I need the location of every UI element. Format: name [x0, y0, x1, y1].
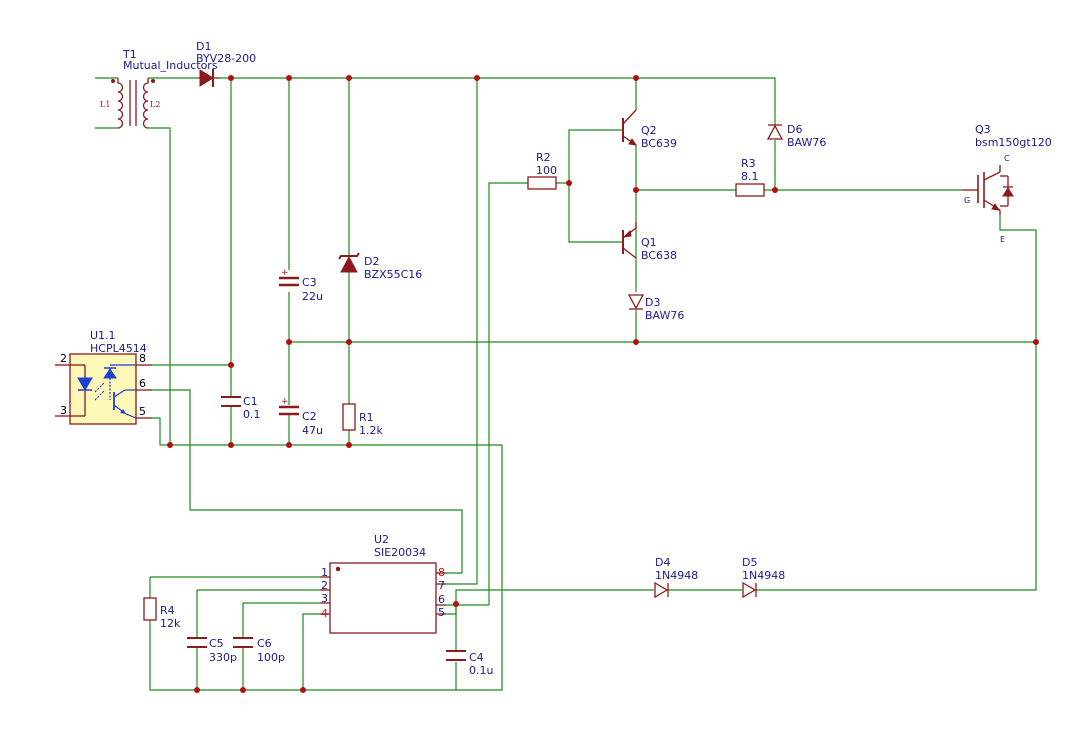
c6-value: 100p — [257, 651, 285, 664]
u2-pin-5: 5 — [438, 606, 445, 619]
r3-value: 8.1 — [741, 170, 759, 183]
transformer-t1: L1 L2 — [100, 78, 160, 129]
capacitor-c5 — [187, 637, 207, 648]
capacitor-c6 — [233, 637, 253, 648]
d6-value: BAW76 — [787, 136, 826, 149]
diode-d4 — [654, 581, 669, 599]
c1-ref: C1 — [243, 395, 258, 408]
u2-pin-7: 7 — [438, 579, 445, 592]
d3-value: BAW76 — [645, 309, 684, 322]
c5-value: 330p — [209, 651, 237, 664]
q3-gate-label: G — [964, 196, 970, 205]
resistor-r4 — [143, 597, 157, 621]
igbt-q3 — [962, 165, 1014, 215]
r2-ref: R2 — [536, 151, 551, 164]
capacitor-c2: + — [279, 397, 299, 416]
ic-u2 — [320, 562, 446, 634]
u1-pin-5: 5 — [139, 405, 146, 418]
d4-ref: D4 — [655, 556, 670, 569]
svg-text:+: + — [281, 268, 289, 278]
capacitor-c4 — [446, 650, 466, 661]
q1-ref: Q1 — [641, 236, 657, 249]
c3-ref: C3 — [302, 276, 317, 289]
q1-value: BC638 — [641, 249, 677, 262]
r4-ref: R4 — [160, 604, 175, 617]
zener-d2 — [338, 252, 360, 273]
diode-d3 — [627, 294, 645, 310]
c2-ref: C2 — [302, 410, 317, 423]
wires — [95, 77, 1037, 691]
t1-l1-label: L1 — [100, 100, 110, 109]
u1-ref: U1.1 — [90, 329, 116, 342]
transistor-q1 — [622, 222, 637, 259]
q3-ref: Q3 — [975, 123, 991, 136]
diode-d5 — [742, 581, 757, 599]
c2-value: 47u — [302, 424, 323, 437]
svg-text:+: + — [281, 397, 289, 407]
t1-l2-label: L2 — [150, 100, 160, 109]
transistor-q2 — [622, 109, 638, 146]
q3-value: bsm150gt120 — [975, 136, 1052, 149]
r1-value: 1.2k — [359, 424, 383, 437]
d5-value: 1N4948 — [742, 569, 785, 582]
u1-value: HCPL4514 — [90, 342, 147, 355]
q3-collector-label: C — [1004, 154, 1010, 163]
u2-pin-1: 1 — [321, 566, 328, 579]
c4-ref: C4 — [469, 651, 484, 664]
u2-pin-2: 2 — [321, 579, 328, 592]
r4-value: 12k — [160, 617, 181, 630]
u1-pin-2: 2 — [60, 352, 67, 365]
c3-value: 22u — [302, 290, 323, 303]
resistor-r3 — [735, 183, 765, 197]
u1-pin-6: 6 — [139, 377, 146, 390]
d5-ref: D5 — [742, 556, 757, 569]
u2-pin-6: 6 — [438, 593, 445, 606]
d4-value: 1N4948 — [655, 569, 698, 582]
capacitor-c3: + — [279, 268, 299, 287]
q2-value: BC639 — [641, 137, 677, 150]
d3-ref: D3 — [645, 296, 660, 309]
resistor-r2 — [527, 176, 557, 190]
u1-pin-8: 8 — [139, 352, 146, 365]
d2-value: BZX55C16 — [364, 268, 422, 281]
c6-ref: C6 — [257, 637, 272, 650]
u2-pin-8: 8 — [438, 566, 445, 579]
diode-d1 — [198, 69, 220, 87]
u2-value: SIE20034 — [374, 546, 426, 559]
resistor-r1 — [342, 403, 356, 431]
t1-value: Mutual_Inductors — [123, 59, 218, 72]
d1-ref: D1 — [196, 40, 211, 53]
capacitor-c1 — [221, 396, 241, 407]
c4-value: 0.1u — [469, 664, 493, 677]
q2-ref: Q2 — [641, 124, 657, 137]
q3-emitter-label: E — [1000, 235, 1005, 244]
r1-ref: R1 — [359, 411, 374, 424]
d1-value: BYV28-200 — [196, 52, 256, 65]
d6-ref: D6 — [787, 123, 802, 136]
r2-value: 100 — [536, 164, 557, 177]
optocoupler-u1 — [55, 353, 152, 425]
diode-d6 — [766, 124, 784, 140]
t1-ref: T1 — [122, 48, 137, 61]
c5-ref: C5 — [209, 637, 224, 650]
r3-ref: R3 — [741, 157, 756, 170]
u2-pin-3: 3 — [321, 592, 328, 605]
junctions — [167, 75, 1039, 693]
d2-ref: D2 — [364, 255, 379, 268]
u2-ref: U2 — [374, 533, 389, 546]
u2-pin-4: 4 — [321, 607, 328, 620]
c1-value: 0.1 — [243, 408, 261, 421]
u1-pin-3: 3 — [60, 404, 67, 417]
